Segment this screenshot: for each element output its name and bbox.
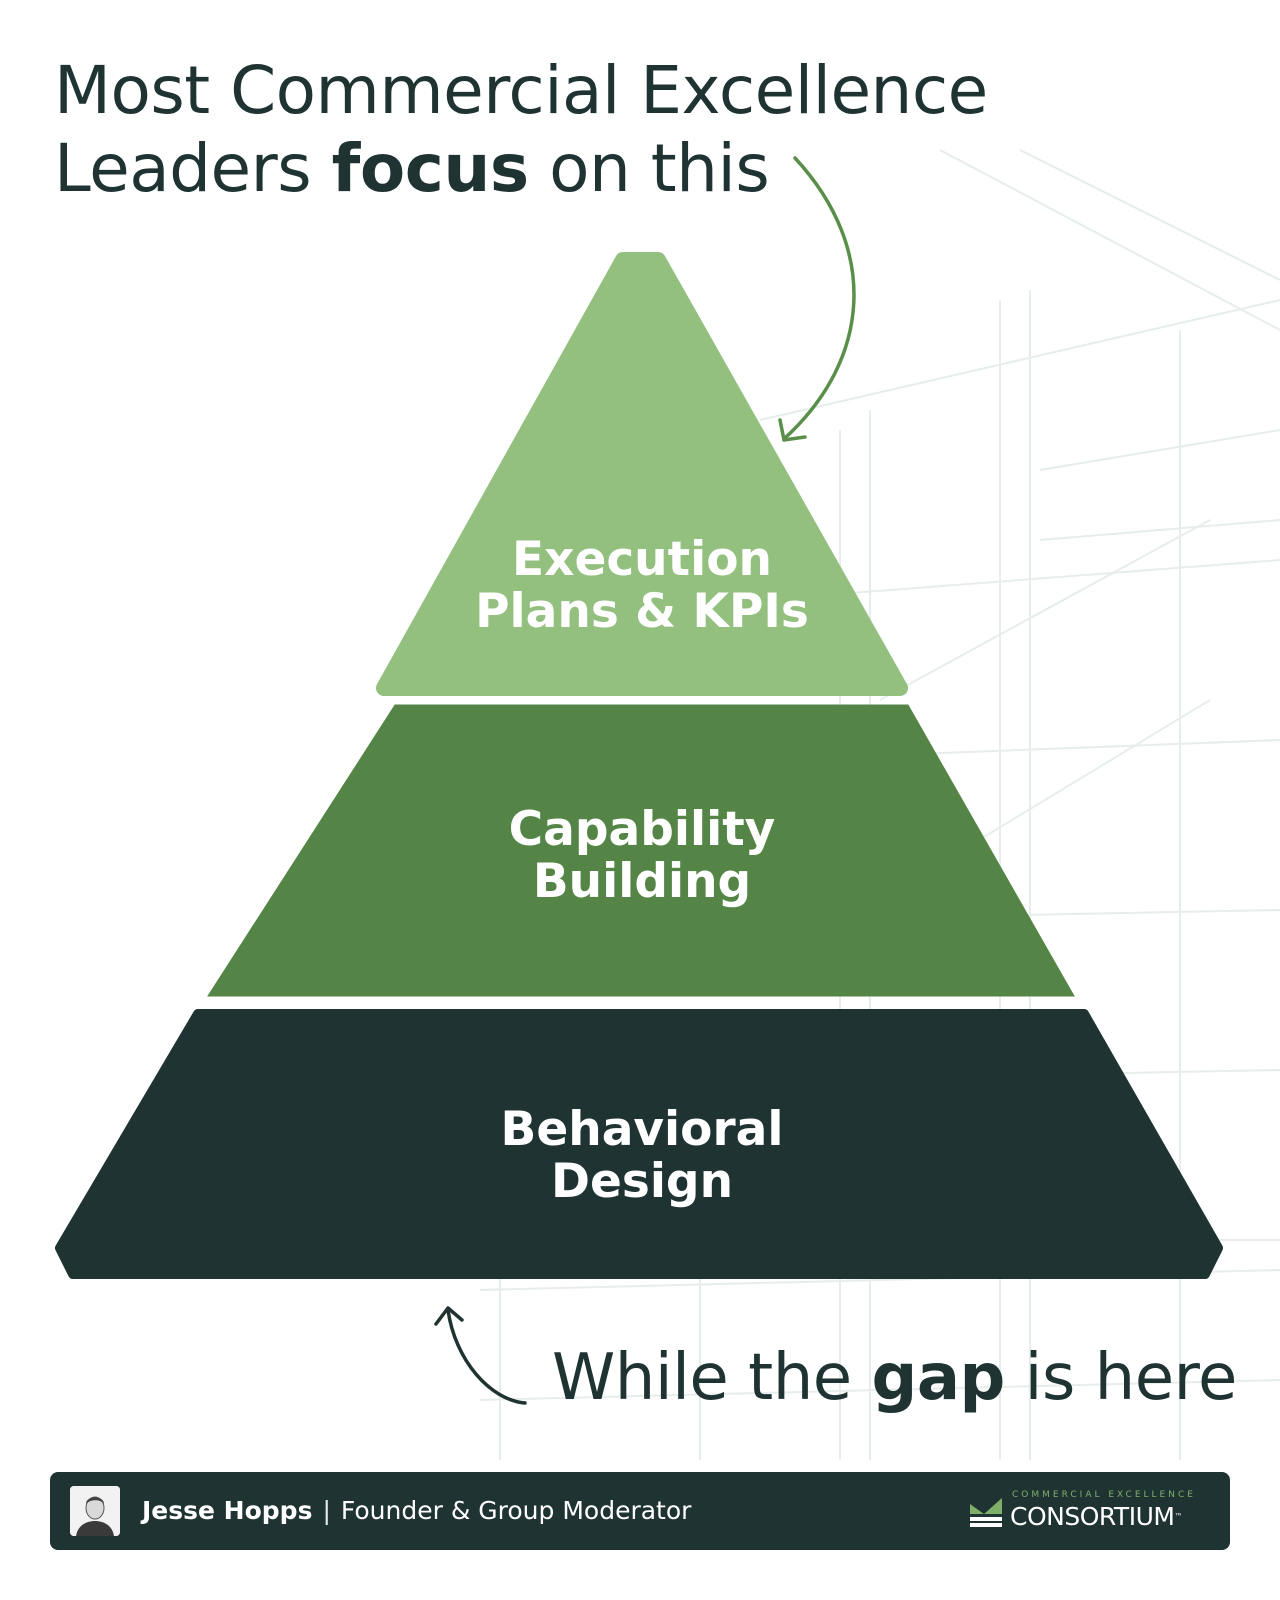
brand-trademark: ™ bbox=[1174, 1512, 1182, 1521]
pyramid-tier-execution bbox=[376, 252, 908, 696]
brand-logo: COMMERCIAL EXCELLENCE CONSORTIUM™ bbox=[970, 1486, 1200, 1536]
consortium-logo-icon bbox=[970, 1498, 1002, 1527]
tagline-emphasis: gap bbox=[871, 1341, 1006, 1415]
arrow-to-base-tier bbox=[434, 1306, 527, 1405]
tier-label-execution-line-1: Execution bbox=[512, 532, 772, 587]
pyramid-tier-capability bbox=[207, 704, 1075, 997]
tier-label-execution: Execution Plans & KPIs bbox=[382, 534, 902, 638]
headline: Most Commercial Excellence Leaders focus… bbox=[54, 52, 1154, 208]
tagline: While the gap is here bbox=[552, 1338, 1252, 1418]
tier-label-execution-line-2: Plans & KPIs bbox=[475, 584, 809, 639]
tagline-start: While the bbox=[552, 1341, 872, 1415]
tagline-end: is here bbox=[1004, 1341, 1238, 1415]
author-separator: | bbox=[322, 1496, 331, 1525]
author-credit: Jesse Hopps | Founder & Group Moderator bbox=[142, 1494, 691, 1528]
tier-label-behavioral: Behavioral Design bbox=[382, 1104, 902, 1208]
tier-label-capability: Capability Building bbox=[382, 804, 902, 908]
person-portrait-icon bbox=[70, 1486, 120, 1536]
author-role: Founder & Group Moderator bbox=[340, 1496, 692, 1525]
author-name: Jesse Hopps bbox=[142, 1496, 313, 1525]
footer-bar: Jesse Hopps | Founder & Group Moderator CO… bbox=[50, 1472, 1230, 1550]
arrow-to-top-tier bbox=[778, 156, 856, 442]
brand-tagline: COMMERCIAL EXCELLENCE bbox=[1012, 1490, 1196, 1500]
headline-line-2-end: on this bbox=[528, 130, 770, 207]
avatar bbox=[70, 1486, 120, 1536]
brand-name: CONSORTIUM™ bbox=[1010, 1502, 1182, 1532]
headline-line-1: Most Commercial Excellence bbox=[54, 52, 988, 129]
tier-label-behavioral-line-1: Behavioral bbox=[500, 1102, 784, 1157]
brand-name-text: CONSORTIUM bbox=[1010, 1502, 1175, 1531]
headline-emphasis: focus bbox=[331, 130, 529, 207]
pyramid-tier-behavioral bbox=[55, 1009, 1223, 1279]
headline-line-2-start: Leaders bbox=[54, 130, 332, 207]
tier-label-capability-line-1: Capability bbox=[508, 802, 776, 857]
tier-label-capability-line-2: Building bbox=[532, 854, 752, 909]
tier-label-behavioral-line-2: Design bbox=[550, 1154, 734, 1209]
